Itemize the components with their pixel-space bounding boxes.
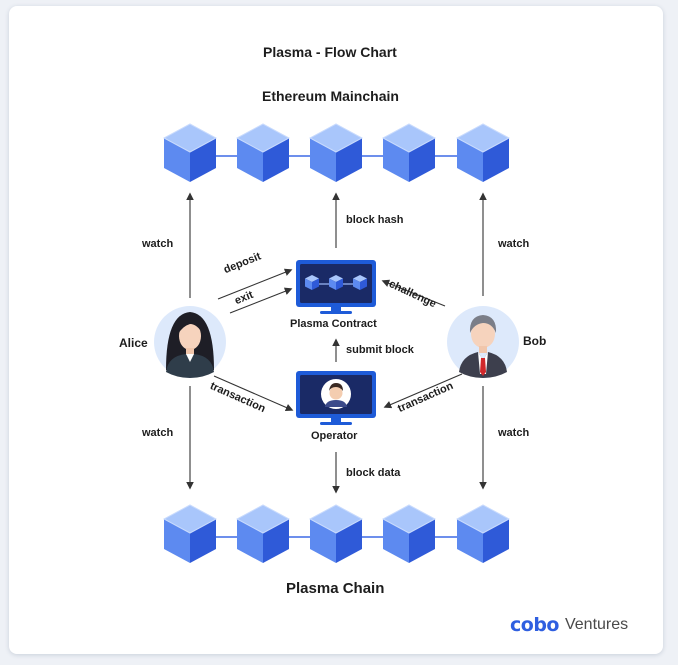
arrow-transaction-bob — [383, 373, 463, 409]
plasma-block-2 — [236, 504, 290, 564]
arrow-exit — [229, 287, 293, 314]
plasma-contract-label: Plasma Contract — [290, 318, 377, 330]
diagram-title: Plasma - Flow Chart — [263, 44, 397, 60]
plasma-chain-label: Plasma Chain — [286, 580, 385, 597]
plasma-block-5 — [456, 504, 510, 564]
alice-label: Alice — [119, 336, 148, 350]
plasma-contract-monitor-icon — [296, 260, 376, 314]
submit-block-label: submit block — [346, 344, 414, 356]
plasma-block-1 — [163, 504, 217, 564]
watch-label-alice-up: watch — [142, 238, 174, 250]
watch-label-bob-down: watch — [498, 427, 530, 439]
arrow-transaction-alice — [213, 375, 294, 412]
mainchain-block-2 — [236, 123, 290, 183]
arrow-challenge — [381, 279, 446, 307]
plasma-block-4 — [382, 504, 436, 564]
mainchain-block-1 — [163, 123, 217, 183]
watch-label-alice-down: watch — [142, 427, 174, 439]
bob-label: Bob — [523, 334, 547, 348]
operator-monitor-icon — [296, 371, 376, 425]
block-hash-label: block hash — [346, 214, 404, 226]
mainchain-block-5 — [456, 123, 510, 183]
mainchain-block-3 — [309, 123, 363, 183]
arrow-deposit — [217, 268, 293, 300]
bob-avatar — [447, 306, 519, 378]
mainchain-block-4 — [382, 123, 436, 183]
alice-avatar — [154, 306, 226, 378]
block-data-label: block data — [346, 467, 401, 479]
operator-label: Operator — [311, 430, 358, 442]
plasma-block-3 — [309, 504, 363, 564]
watch-label-bob-up: watch — [498, 238, 530, 250]
cobo-ventures-logo: cobo Ventures — [510, 614, 628, 636]
mainchain-label: Ethereum Mainchain — [262, 88, 399, 104]
ventures-wordmark: Ventures — [564, 616, 629, 633]
cobo-wordmark: cobo — [510, 614, 559, 636]
